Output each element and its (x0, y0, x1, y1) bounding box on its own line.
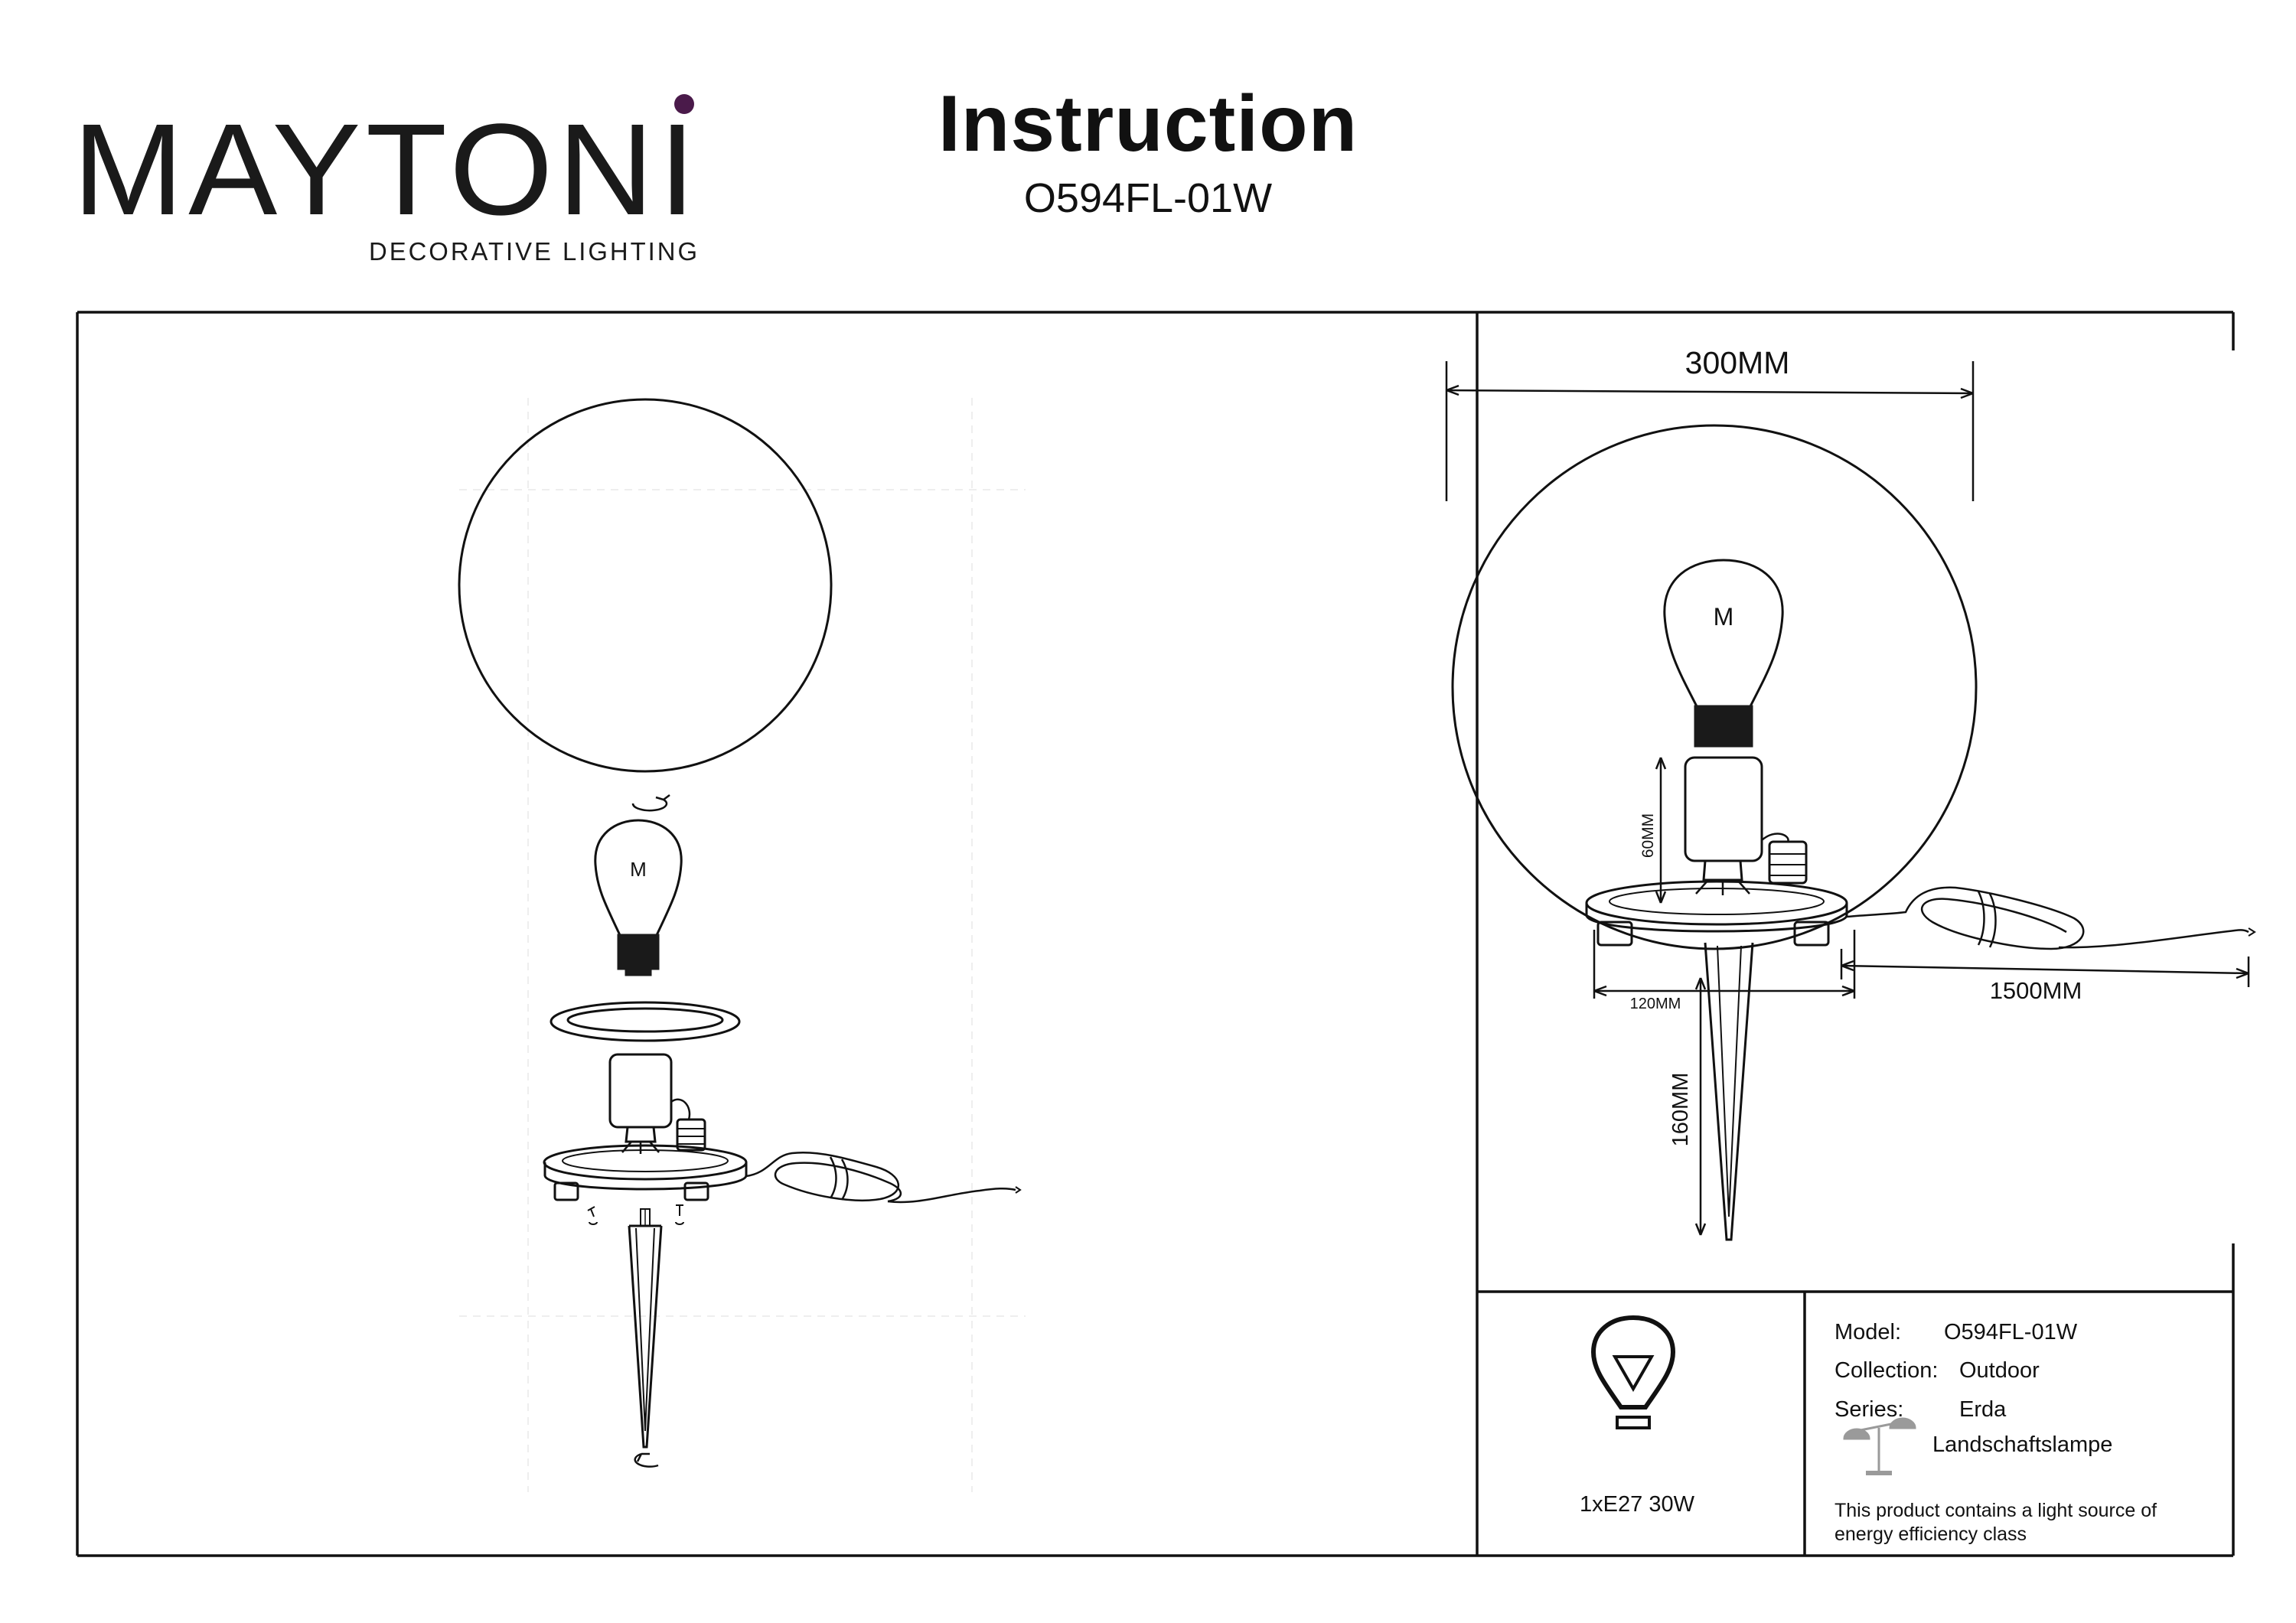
spec-table: 1xE27 30W Model: O594FL-01W Collection: … (1580, 1315, 2157, 1545)
landscape-lamp-icon (1843, 1417, 1916, 1475)
model-label: Model: (1835, 1320, 1901, 1344)
holder-height-dimension (1655, 757, 1667, 904)
series-label: Series: (1835, 1397, 1903, 1422)
bulb-letter: M (630, 858, 647, 881)
globe-diameter-label: 300MM (1685, 345, 1790, 380)
bulb-symbol-icon (1590, 1315, 1676, 1429)
power-cable (745, 1152, 1022, 1204)
brand-tagline: DECORATIVE LIGHTING (369, 237, 700, 266)
base-disc (543, 1144, 748, 1201)
model-code: O594FL-01W (1023, 175, 1273, 221)
base-diameter-label: 120MM (1630, 996, 1681, 1012)
brand-dot (674, 94, 694, 114)
bulb-base (617, 934, 660, 970)
cable-length-dimension (1840, 949, 2250, 987)
sheet-frame (76, 311, 2235, 1557)
bulb-letter: M (1714, 603, 1734, 631)
bulb-exploded: M (594, 819, 683, 976)
lamp-holder (608, 1053, 673, 1154)
spike-length-dimension (1694, 977, 1707, 1236)
base-disc-assembled (1585, 880, 1848, 947)
bulb-spec: 1xE27 30W (1580, 1492, 1695, 1517)
globe-diameter-dimension (1445, 361, 1975, 501)
model-value: O594FL-01W (1944, 1320, 2078, 1344)
collection-value: Outdoor (1959, 1358, 2040, 1383)
bulb-assembled: M (1663, 559, 1784, 748)
lamp-holder-assembled (1684, 756, 1808, 895)
glass-globe (458, 398, 833, 773)
base-diameter-dimension (1593, 930, 1856, 999)
series-value: Erda (1959, 1397, 2007, 1422)
dimension-view: 300MM M 60MM (1445, 345, 2256, 1241)
spike-length-label: 160MM (1668, 1073, 1693, 1147)
background-grid (459, 398, 1026, 1492)
holder-height-label: 60MM (1639, 813, 1657, 858)
cable-length-label: 1500MM (1990, 977, 2082, 1004)
ground-spike (628, 1208, 663, 1449)
cable-gland (670, 1098, 706, 1152)
bulb-base (1694, 705, 1753, 748)
power-cable-assembled (1846, 886, 2256, 950)
ground-spike-assembled (1704, 942, 1754, 1241)
collection-label: Collection: (1835, 1358, 1938, 1383)
rotate-arrow-icon (631, 798, 668, 812)
type-value: Landschaftslampe (1932, 1432, 2112, 1457)
page-title: Instruction (938, 80, 1358, 168)
brand-logo: MAYTONI DECORATIVE LIGHTING (73, 90, 708, 266)
exploded-view: M (458, 398, 1026, 1492)
sealing-ring (550, 1001, 741, 1042)
rotate-arrow-icon (634, 1452, 659, 1468)
energy-note-line1: This product contains a light source of (1835, 1500, 2157, 1521)
fixing-screws (587, 1204, 684, 1225)
brand-name: MAYTONI (73, 97, 700, 243)
energy-note-line2: energy efficiency class (1835, 1524, 2027, 1545)
assembled-globe (1451, 424, 1978, 950)
